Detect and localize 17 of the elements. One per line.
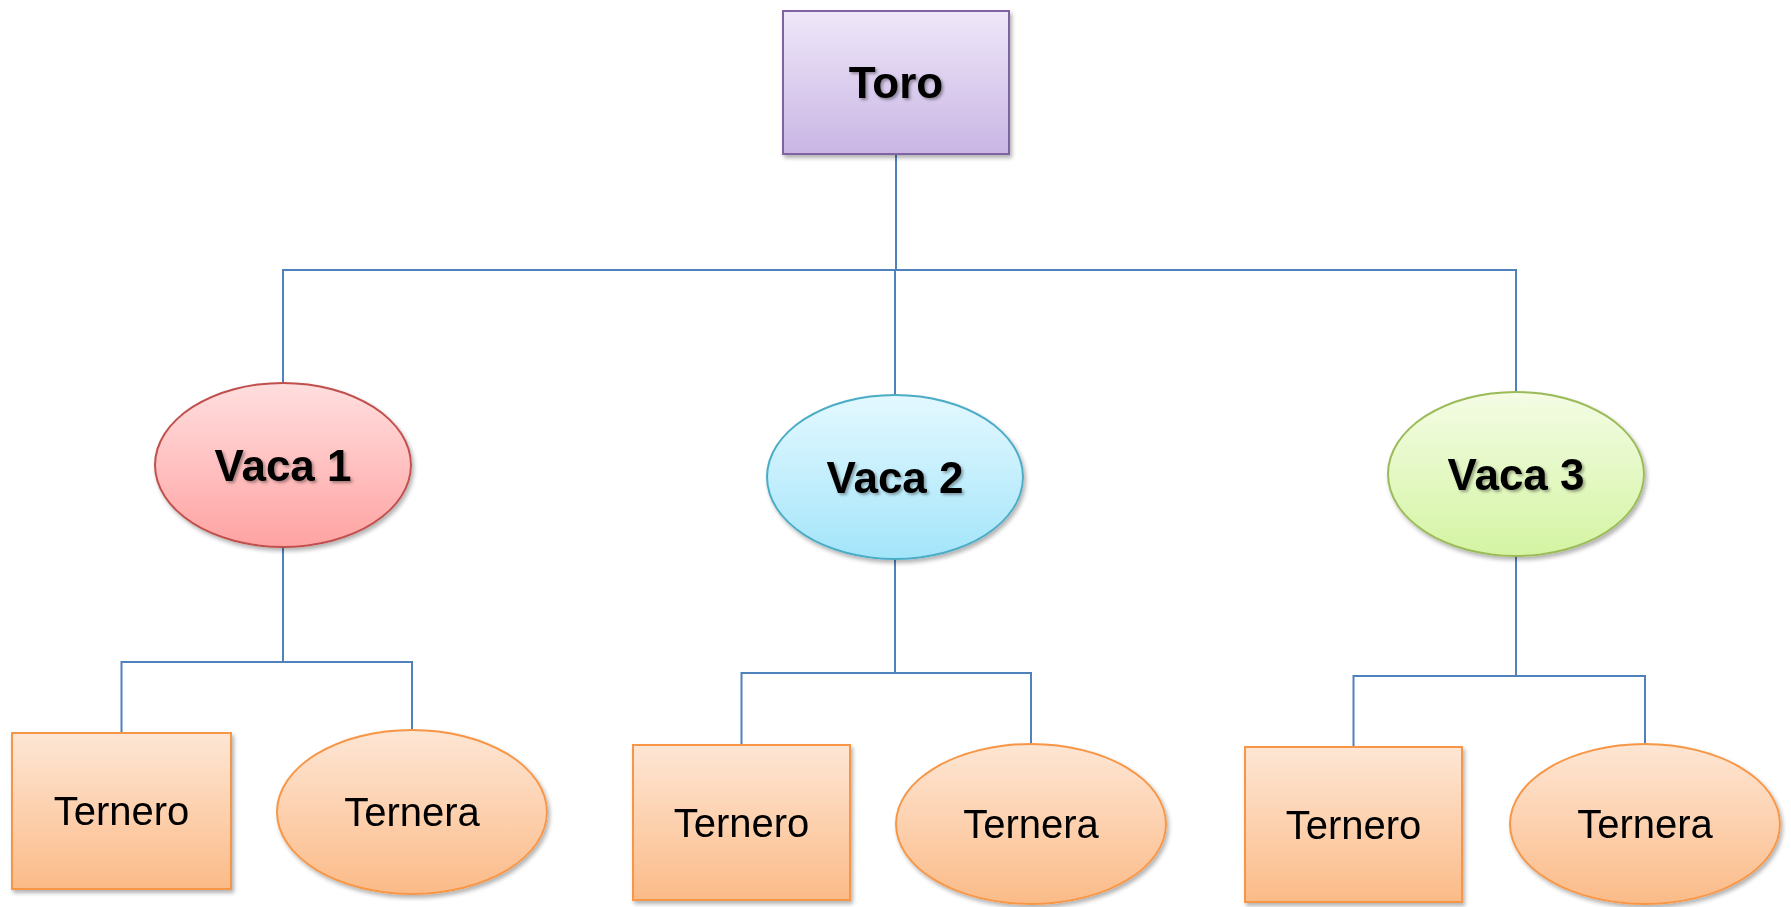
node-label: Vaca 3 xyxy=(1447,448,1585,501)
node-label: Vaca 1 xyxy=(214,439,352,492)
node-label: Toro xyxy=(848,57,944,109)
process-box xyxy=(1244,746,1463,903)
connector-line xyxy=(894,559,1032,744)
node-label: Ternero xyxy=(53,788,190,835)
node-label: Ternera xyxy=(1577,801,1713,848)
node-label: Ternero xyxy=(673,799,810,847)
process-box xyxy=(782,10,1010,155)
node-label: Ternero xyxy=(1285,801,1422,849)
node-label: Ternera xyxy=(963,801,1099,848)
process-box xyxy=(632,744,851,901)
connector-line xyxy=(1515,556,1646,744)
process-box xyxy=(11,732,232,890)
node-label: Ternera xyxy=(344,789,480,836)
node-label: Vaca 2 xyxy=(826,451,964,504)
connector-line xyxy=(282,547,413,730)
